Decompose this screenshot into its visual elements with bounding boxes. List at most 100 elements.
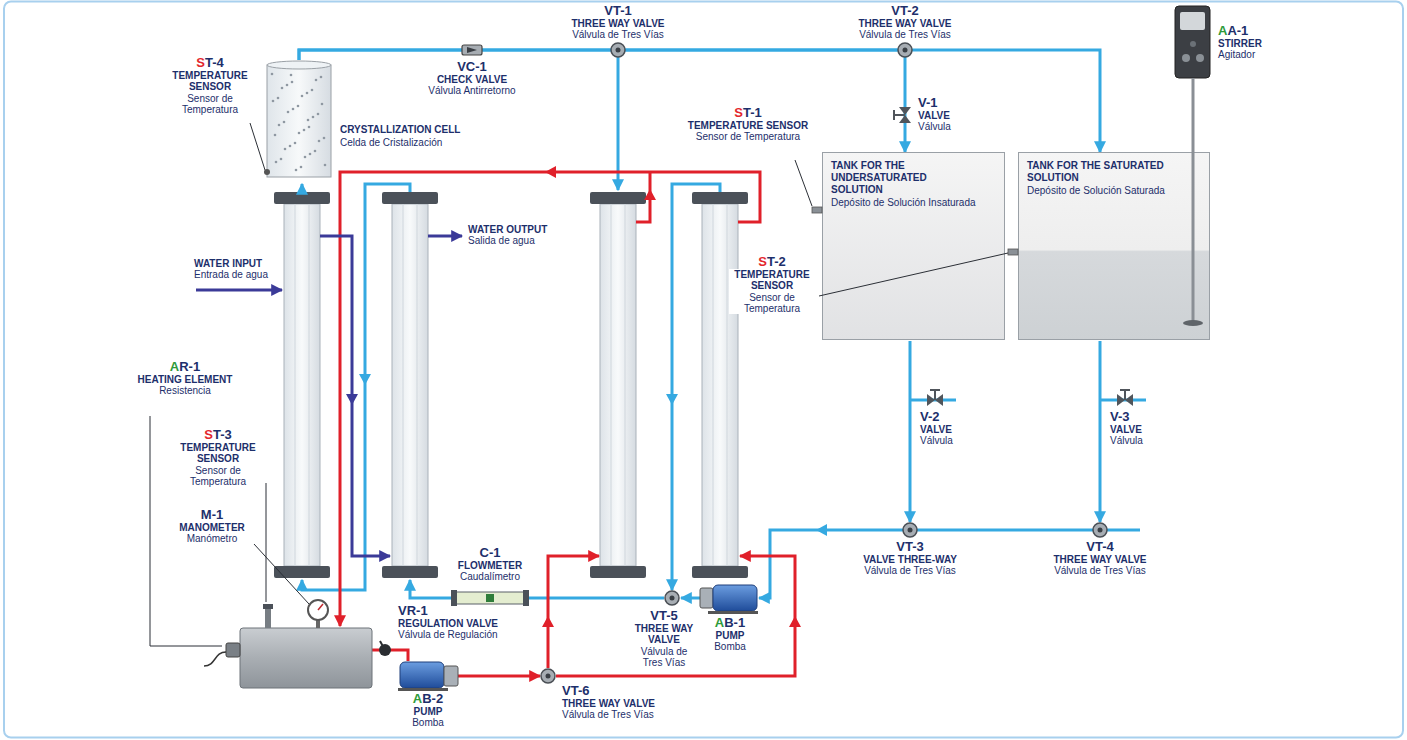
- flowmeter-part: [451, 590, 457, 606]
- cell-vessel-part: [278, 124, 281, 127]
- flow-arrow-part: [816, 524, 827, 536]
- callout-code: ST-4: [196, 56, 223, 70]
- column-tube-part: [692, 192, 748, 204]
- valve-symbol: [1117, 390, 1133, 406]
- three-way-valve-part: [898, 43, 912, 57]
- column-tube: [382, 192, 438, 578]
- column-tube-part: [274, 566, 330, 578]
- leader-line-part: [150, 416, 222, 646]
- cell-vessel-part: [300, 166, 303, 169]
- valve-symbol-part: [894, 114, 905, 116]
- column-tube-part: [382, 566, 438, 578]
- cooling-water-pipe-part: [320, 236, 390, 556]
- cell-vessel-part: [318, 140, 321, 143]
- solution-tank: TANK FOR THE SATURATED SOLUTIONDepósito …: [1018, 152, 1210, 340]
- valve-symbol: [927, 390, 943, 406]
- three-way-valve-part: [903, 48, 908, 53]
- callout-code: AA-1: [1218, 24, 1248, 38]
- cell-vessel-part: [287, 111, 290, 114]
- part-name: THREE WAY VALVE: [859, 18, 952, 29]
- part-name-spanish: Válvula Antirretorno: [428, 85, 515, 96]
- page-frame: [4, 2, 1403, 738]
- cell-vessel-part: [309, 153, 312, 156]
- part-name-spanish: Válvula de Tres Vías: [1054, 565, 1146, 576]
- cell-vessel-part: [303, 129, 306, 132]
- flowmeter-part: [486, 594, 494, 602]
- pump-part: [708, 611, 758, 614]
- part-name: TEMPERATURE SENSOR: [729, 269, 815, 291]
- leader-line-part: [819, 253, 1008, 296]
- part-name: THREE WAY VALVE: [631, 623, 697, 645]
- stirrer-part: [1190, 41, 1196, 47]
- three-way-valve-part: [1093, 523, 1107, 537]
- part-label: VT-3VALVE THREE-WAYVálvula de Tres Vías: [855, 540, 965, 577]
- column-tube-part: [625, 204, 626, 566]
- column-tube-part: [403, 204, 404, 566]
- three-way-valve: [898, 43, 912, 57]
- valve-symbol-part: [1124, 390, 1126, 400]
- part-name-spanish: Bomba: [714, 641, 746, 652]
- cooling-water-pipe-part: [196, 289, 282, 292]
- column-tube-part: [392, 204, 428, 566]
- part-label: ST-3TEMPERATURE SENSORSensor de Temperat…: [175, 428, 261, 487]
- part-label: ST-4TEMPERATURE SENSORSensor de Temperat…: [163, 56, 258, 115]
- part-label: AR-1HEATING ELEMENTResistencia: [135, 360, 235, 397]
- sensor-stub-part: [1008, 249, 1018, 255]
- valve-symbol-part: [934, 390, 936, 400]
- callout-code: V-1: [918, 96, 938, 110]
- part-label: VT-5THREE WAY VALVEVálvula de Tres Vías: [631, 609, 697, 668]
- part-label: VT-2THREE WAY VALVEVálvula de Tres Vías: [835, 4, 975, 41]
- part-label: C-1FLOWMETERCaudalímetro: [445, 546, 535, 583]
- part-name: HEATING ELEMENT: [138, 374, 233, 385]
- column-tube-part: [692, 566, 748, 578]
- pump-part: [713, 585, 757, 611]
- part-name-spanish: Entrada de agua: [194, 269, 268, 280]
- heating-element: [204, 643, 240, 666]
- heating-element-part: [226, 643, 240, 657]
- part-name: THREE WAY VALVE: [572, 18, 665, 29]
- part-name: THREE WAY VALVE: [562, 698, 655, 709]
- callout-code: VT-2: [891, 4, 918, 18]
- callout-code: AB-1: [715, 616, 745, 630]
- callout-code: VC-1: [457, 60, 487, 74]
- leader-line-part: [250, 123, 265, 170]
- cell-vessel-part: [307, 119, 310, 122]
- cell-vessel-part: [295, 169, 298, 172]
- three-way-valve: [903, 523, 917, 537]
- part-label: V-3VALVEVálvula: [1110, 410, 1190, 447]
- flowmeter-part: [523, 590, 529, 606]
- valve-symbol-part: [893, 110, 895, 120]
- valve-symbol-part: [1117, 394, 1125, 406]
- part-name-spanish: Caudalímetro: [460, 571, 520, 582]
- column-tube-part: [600, 204, 636, 566]
- cell-vessel-part: [306, 92, 309, 95]
- cooling-water-pipe-part: [428, 235, 462, 238]
- cell-vessel-part: [301, 95, 304, 98]
- part-name: VALVE: [920, 424, 952, 435]
- stirrer-part: [1196, 54, 1204, 62]
- three-way-valve-part: [616, 48, 621, 53]
- part-name: FLOWMETER: [458, 560, 522, 571]
- pipe-connector: [299, 50, 905, 152]
- column-tube-part: [295, 204, 296, 566]
- leader-line-part: [795, 160, 812, 206]
- part-label: AB-1PUMPBomba: [702, 616, 758, 653]
- part-label: WATER OUTPUTSalida de agua: [468, 224, 578, 246]
- flow-arrow-part: [666, 394, 678, 405]
- three-way-valve-part: [670, 596, 675, 601]
- valve-symbol-part: [1120, 389, 1130, 391]
- heating-tank: [240, 628, 372, 688]
- cell-vessel-part: [284, 148, 287, 151]
- part-label: AB-2PUMPBomba: [393, 692, 463, 729]
- part-name-spanish: Válvula: [1110, 435, 1143, 446]
- part-label: VT-6THREE WAY VALVEVálvula de Tres Vías: [562, 684, 662, 721]
- part-label: VC-1CHECK VALVEVálvula Antirretorno: [407, 60, 537, 97]
- flow-arrow-part: [545, 166, 556, 178]
- temperature-sensor-part: [265, 608, 271, 628]
- sensor-stub-part: [812, 207, 822, 213]
- three-way-valve-part: [665, 591, 679, 605]
- solution-pipe-part: [617, 57, 620, 190]
- part-name-spanish: Válvula de Tres Vías: [572, 29, 664, 40]
- manometer-part: [308, 600, 328, 620]
